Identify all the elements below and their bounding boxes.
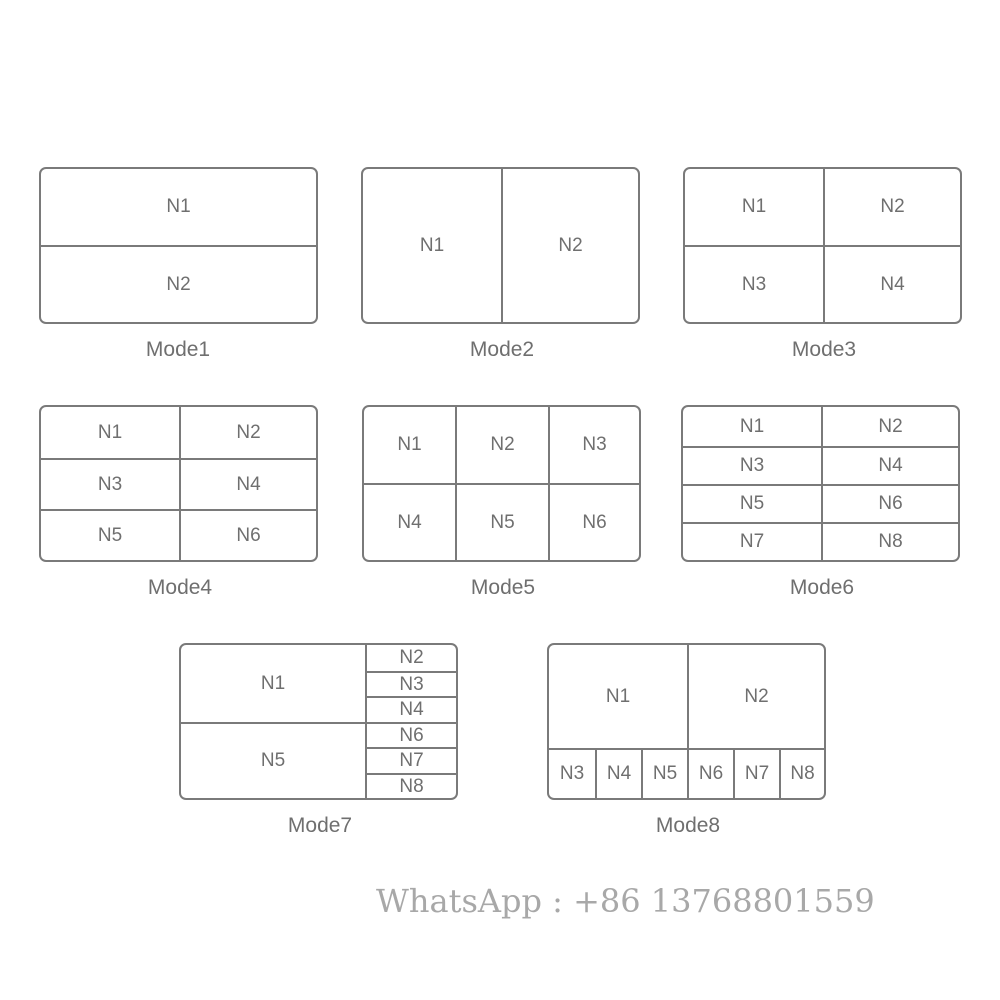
- mode7-cell-n8: N8: [365, 773, 456, 798]
- mode3-cell-n2: N2: [823, 169, 960, 245]
- mode2-cell-n1: N1: [419, 234, 445, 256]
- mode7-layout: N1 N5 N2 N3 N4 N6 N7 N8: [179, 643, 458, 800]
- mode3-caption: Mode3: [791, 338, 857, 361]
- mode8-cell-n7: N7: [733, 748, 779, 798]
- mode7-cell-n6: N6: [365, 722, 456, 747]
- mode5-cell-n2: N2: [455, 407, 548, 483]
- mode1-cell-n2: N2: [41, 245, 316, 322]
- mode6-layout: N1 N2 N3 N4 N5 N6 N7 N8: [681, 405, 960, 562]
- mode7-cell-n5: N5: [181, 722, 365, 798]
- mode5-cell-n3: N3: [548, 407, 639, 483]
- mode3-cell-n4: N4: [823, 245, 960, 322]
- mode4-cell-n6: N6: [179, 509, 316, 560]
- mode4-cell-n5: N5: [41, 509, 179, 560]
- whatsapp-watermark: WhatsApp : +86 13768801559: [376, 882, 875, 920]
- mode8-cell-n6: N6: [687, 748, 733, 798]
- mode8-caption: Mode8: [655, 814, 721, 837]
- mode7-cell-n1: N1: [260, 672, 286, 694]
- mode8-cell-n1: N1: [605, 685, 631, 707]
- mode6-caption: Mode6: [789, 576, 855, 599]
- mode1-caption: Mode1: [145, 338, 211, 361]
- mode6-cell-n1: N1: [739, 415, 765, 437]
- mode3-cell-n3: N3: [685, 245, 823, 322]
- mode5-caption: Mode5: [470, 576, 536, 599]
- mode5-cell-n1: N1: [397, 434, 422, 455]
- mode4-cell-n1: N1: [97, 421, 123, 443]
- mode7-cell-n3: N3: [365, 671, 456, 696]
- mode8-cell-n4: N4: [595, 748, 641, 798]
- mode5-layout: N1 N2 N3 N4 N5 N6: [362, 405, 641, 562]
- mode8-cell-n5: N5: [641, 748, 687, 798]
- mode2-cell-n2: N2: [501, 169, 638, 322]
- mode5-cell-n5: N5: [455, 483, 548, 560]
- mode6-cell-n6: N6: [821, 484, 958, 522]
- mode8-layout: N1 N2 N3 N4 N5 N6 N7 N8: [547, 643, 826, 800]
- mode5-cell-n4: N4: [364, 483, 455, 560]
- mode4-cell-n3: N3: [41, 458, 179, 509]
- mode8-cell-n2: N2: [687, 645, 824, 748]
- mode8-cell-n3: N3: [549, 748, 595, 798]
- mode7-cell-n2: N2: [365, 645, 456, 671]
- mode3-cell-n1: N1: [741, 196, 767, 217]
- mode3-layout: N1 N2 N3 N4: [683, 167, 962, 324]
- mode4-cell-n2: N2: [179, 407, 316, 458]
- mode6-cell-n8: N8: [821, 522, 958, 560]
- mode5-cell-n6: N6: [548, 483, 639, 560]
- mode7-cell-n7: N7: [365, 747, 456, 773]
- mode6-cell-n4: N4: [821, 446, 958, 484]
- mode4-caption: Mode4: [147, 576, 213, 599]
- mode7-cell-n4: N4: [365, 696, 456, 722]
- mode6-cell-n2: N2: [821, 407, 958, 446]
- mode8-cell-n8: N8: [779, 748, 824, 798]
- mode1-layout: N1 N2: [39, 167, 318, 324]
- mode2-layout: N1 N2: [361, 167, 640, 324]
- mode7-caption: Mode7: [287, 814, 353, 837]
- mode6-cell-n5: N5: [683, 484, 821, 522]
- mode4-cell-n4: N4: [179, 458, 316, 509]
- mode6-cell-n7: N7: [683, 522, 821, 560]
- mode6-cell-n3: N3: [683, 446, 821, 484]
- mode2-caption: Mode2: [469, 338, 535, 361]
- mode1-cell-n1: N1: [166, 196, 191, 217]
- mode4-layout: N1 N2 N3 N4 N5 N6: [39, 405, 318, 562]
